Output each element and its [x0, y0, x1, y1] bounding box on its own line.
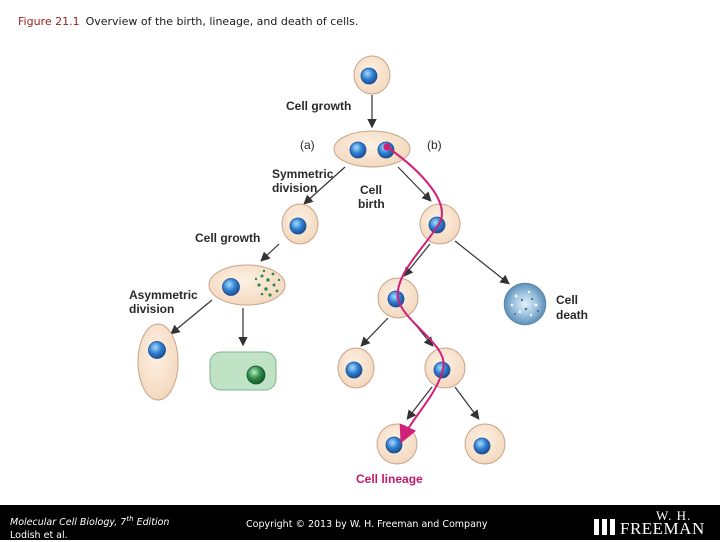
- figure-number: Figure 21.1: [18, 15, 80, 28]
- cells: [137, 55, 547, 465]
- cell-gen5-right: [464, 423, 506, 465]
- arrow-gen3-left: [360, 317, 389, 347]
- arrow-gen4-left: [406, 386, 433, 420]
- cell-asymmetric: [208, 264, 286, 306]
- book-title: Molecular Cell Biology,: [10, 517, 118, 529]
- publisher-name: FREEMAN: [620, 519, 705, 538]
- green-granules: [254, 269, 281, 297]
- label-cell-lineage: Cell lineage: [356, 472, 423, 486]
- label-branch-a: (a): [300, 138, 315, 152]
- edition-word: Edition: [136, 517, 170, 529]
- authors: Lodish et al.: [10, 530, 68, 542]
- publisher-initials: W. H.: [656, 508, 692, 523]
- figure-title: Figure 21.1 Overview of the birth, lineag…: [18, 15, 358, 28]
- edition-number: 7: [120, 517, 127, 529]
- label-cell-death-2: death: [556, 308, 588, 322]
- arrow-to-death: [454, 240, 510, 285]
- label-symmetric-2: division: [272, 181, 317, 195]
- cell-left-gen2: [281, 203, 319, 245]
- copyright-notice: Copyright © 2013 by W. H. Freeman and Co…: [246, 519, 488, 530]
- label-cell-death-1: Cell: [556, 293, 578, 307]
- arrow-gen4-right: [454, 386, 480, 420]
- publisher-logo: W. H. FREEMAN: [594, 508, 714, 538]
- book-title-line: Molecular Cell Biology, 7th Edition: [10, 513, 169, 529]
- cell-lineage-diagram: Cell growth (a) (b) Symmetric division C…: [129, 55, 588, 486]
- label-cell-birth-1: Cell: [360, 183, 382, 197]
- cell-elongated: [137, 323, 179, 401]
- label-asymmetric-1: Asymmetric: [129, 288, 198, 302]
- label-symmetric-1: Symmetric: [272, 167, 334, 181]
- label-branch-b: (b): [427, 138, 442, 152]
- label-cell-birth-2: birth: [358, 197, 385, 211]
- cell-gen4-right: [424, 347, 466, 389]
- arrow-growth-left: [260, 243, 280, 262]
- label-asymmetric-2: division: [129, 302, 174, 316]
- label-cell-growth-top: Cell growth: [286, 99, 351, 113]
- logo-bars-icon: [594, 519, 616, 535]
- lineage-start-dot: [383, 143, 391, 151]
- arrow-asym-left: [170, 299, 213, 335]
- cell-dividing: [333, 130, 411, 168]
- footer-bar: Molecular Cell Biology, 7th Edition Lodi…: [0, 505, 720, 542]
- cell-top: [353, 55, 391, 95]
- edition-suffix: th: [126, 515, 134, 523]
- cell-dead: [503, 282, 547, 326]
- cell-lineage-path: [383, 143, 445, 444]
- arrow-symmetric-left: [303, 166, 346, 205]
- book-credit: Molecular Cell Biology, 7th Edition Lodi…: [10, 513, 169, 542]
- arrow-symmetric-right: [397, 166, 432, 202]
- cell-differentiated: [209, 351, 277, 391]
- label-cell-growth-left: Cell growth: [195, 231, 260, 245]
- figure-caption: Overview of the birth, lineage, and deat…: [85, 15, 359, 28]
- cell-gen5-left: [376, 423, 418, 465]
- arrow-right-down: [403, 243, 431, 277]
- cell-gen4-left: [337, 347, 375, 389]
